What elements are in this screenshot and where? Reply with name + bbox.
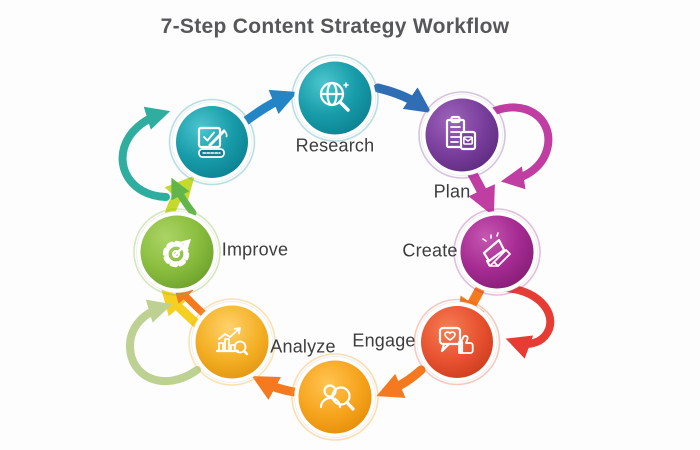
arrow-analyze-to-improve — [161, 288, 202, 329]
magnifier-globe-icon — [319, 81, 350, 112]
step-research-label: Research — [295, 135, 375, 156]
arrow-analyze-loop — [125, 299, 201, 386]
chat-heart-thumbs-up-icon — [438, 326, 474, 354]
arrow-engage-to-review — [376, 365, 426, 398]
arrow-review-to-analyze — [251, 376, 299, 400]
pencil-check-banner-icon — [197, 126, 228, 158]
step-analyze-label: Analyze — [270, 336, 336, 357]
arrow-plan-curl — [488, 103, 553, 190]
step-improve-label: Improve — [221, 239, 289, 260]
bar-chart-growth-magnifier-icon — [215, 327, 249, 356]
step-create-circle — [453, 208, 541, 296]
arrow-create-curl — [501, 284, 555, 359]
step-improve-circle — [133, 208, 221, 296]
megaphone-pencil-icon — [482, 232, 511, 267]
step-start-circle — [168, 98, 256, 186]
step-audience-review-circle — [291, 353, 379, 441]
arrow-research-to-plan — [373, 83, 432, 113]
step-analyze-circle — [188, 298, 276, 386]
person-magnifier-icon — [319, 384, 355, 411]
arrow-cycle-loop-left — [118, 106, 171, 201]
step-plan-circle — [418, 91, 506, 179]
step-research-circle — [291, 54, 379, 142]
step-create-label: Create — [402, 240, 458, 261]
arrow-start-to-research — [238, 89, 298, 128]
diagram-title: 7-Step Content Strategy Workflow — [160, 15, 510, 38]
gear-arrow-icon — [162, 239, 191, 268]
step-engage-label: Engage — [352, 330, 416, 351]
step-engage-circle — [413, 298, 501, 386]
arrow-improve-accent — [171, 177, 197, 217]
step-plan-label: Plan — [433, 181, 471, 202]
clipboard-checklist-phone-icon — [445, 115, 477, 151]
